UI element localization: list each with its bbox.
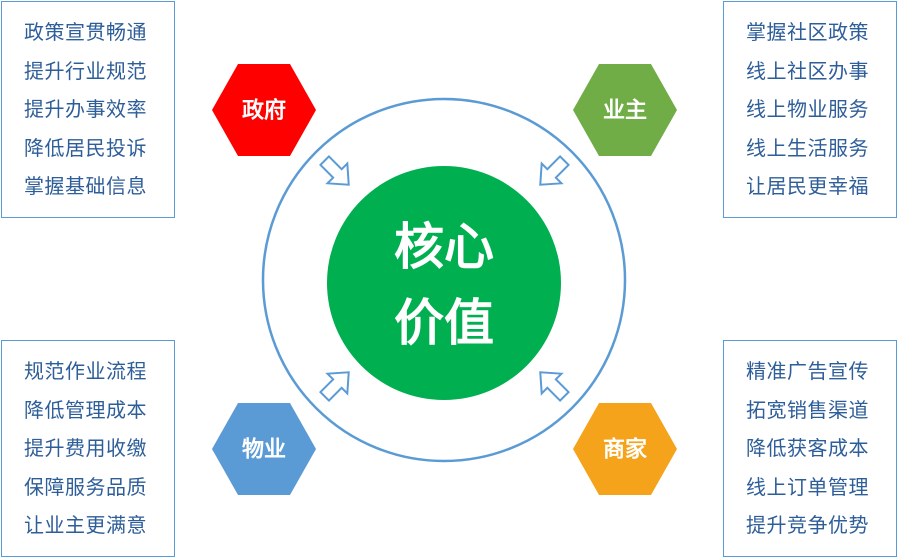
list-item: 让业主更满意 xyxy=(24,513,147,537)
list-item: 降低管理成本 xyxy=(24,397,147,422)
arrow-icon xyxy=(319,155,350,186)
core-title-line2: 价值 xyxy=(394,294,494,352)
list-item: 规范作业流程 xyxy=(24,359,147,383)
hexagon-shape xyxy=(573,403,677,495)
core-circle xyxy=(327,166,561,400)
owner-benefits-box: 掌握社区政策 线上社区办事 线上物业服务 线上生活服务 让居民更幸福 xyxy=(723,1,897,218)
list-item: 精准广告宣传 xyxy=(746,359,869,383)
hexagon-shape xyxy=(212,64,316,156)
node-label: 物业 xyxy=(242,437,286,463)
list-item: 让居民更幸福 xyxy=(746,174,869,198)
core-title-line1: 核心 xyxy=(394,218,494,276)
list-item: 掌握社区政策 xyxy=(746,20,869,44)
merchant-benefits-box: 精准广告宣传 拓宽销售渠道 降低获客成本 线上订单管理 提升竞争优势 xyxy=(723,340,897,557)
list-item: 线上生活服务 xyxy=(746,135,869,160)
hexagon-shape xyxy=(212,403,316,495)
list-item: 拓宽销售渠道 xyxy=(746,397,869,422)
list-item: 线上订单管理 xyxy=(746,474,869,499)
list-item: 保障服务品质 xyxy=(24,474,147,499)
arrow-icon xyxy=(539,155,570,186)
node-label: 政府 xyxy=(242,98,286,124)
list-item: 提升行业规范 xyxy=(24,58,147,83)
list-item: 提升费用收缴 xyxy=(24,436,147,460)
outer-ring xyxy=(261,97,627,463)
node-government: 政府 xyxy=(212,64,316,156)
government-benefits-box: 政策宣贯畅通 提升行业规范 提升办事效率 降低居民投诉 掌握基础信息 xyxy=(1,1,175,218)
node-merchant: 商家 xyxy=(573,403,677,495)
list-item: 降低居民投诉 xyxy=(24,135,147,160)
property-benefits-box: 规范作业流程 降低管理成本 提升费用收缴 保障服务品质 让业主更满意 xyxy=(1,340,175,557)
list-item: 线上社区办事 xyxy=(746,58,869,83)
list-item: 提升办事效率 xyxy=(24,97,147,121)
node-owner: 业主 xyxy=(573,64,677,156)
arrow-icon xyxy=(539,371,570,402)
list-item: 政策宣贯畅通 xyxy=(24,20,147,44)
list-item: 掌握基础信息 xyxy=(24,174,147,198)
arrow-icon xyxy=(319,371,350,402)
hexagon-shape xyxy=(573,64,677,156)
node-property: 物业 xyxy=(212,403,316,495)
list-item: 降低获客成本 xyxy=(746,436,869,460)
list-item: 提升竞争优势 xyxy=(746,513,869,537)
list-item: 线上物业服务 xyxy=(746,97,869,121)
node-label: 业主 xyxy=(603,99,647,124)
node-label: 商家 xyxy=(603,437,648,463)
